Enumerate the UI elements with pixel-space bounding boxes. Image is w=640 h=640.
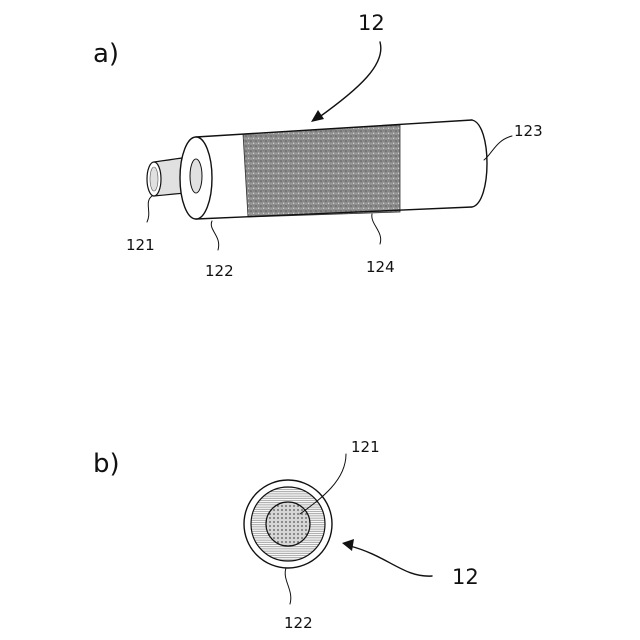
panel-a-label: a) — [93, 39, 119, 69]
panel-b-label: b) — [93, 449, 120, 479]
end-cap-123 — [472, 120, 487, 207]
panel-a-ref-123: 123 — [514, 122, 543, 140]
leader-123-a — [484, 136, 512, 160]
panel-b-ref-121: 121 — [351, 438, 380, 456]
assembly-arrow-a — [318, 42, 381, 118]
assembly-arrowhead-a — [311, 110, 324, 122]
assembly-arrowhead-b — [342, 539, 354, 551]
panel-a: a) 12 — [93, 11, 543, 280]
core-section-121 — [266, 502, 310, 546]
panel-a-ref-121: 121 — [126, 236, 155, 254]
cross-section — [244, 480, 332, 568]
panel-b-ref-12: 12 — [452, 565, 479, 589]
leader-122-b — [285, 568, 291, 604]
panel-b-ref-122: 122 — [284, 614, 313, 632]
cylinder-body — [180, 120, 487, 219]
leader-121-a — [147, 196, 152, 222]
panel-b: b) 121 122 12 — [93, 438, 479, 632]
leader-124-a — [372, 214, 381, 244]
coating-band-124 — [243, 125, 400, 217]
panel-a-ref-124: 124 — [366, 258, 395, 276]
panel-a-ref-12: 12 — [358, 11, 385, 35]
assembly-arrow-b — [350, 546, 432, 576]
panel-a-ref-122: 122 — [205, 262, 234, 280]
leader-122-a — [211, 221, 218, 250]
